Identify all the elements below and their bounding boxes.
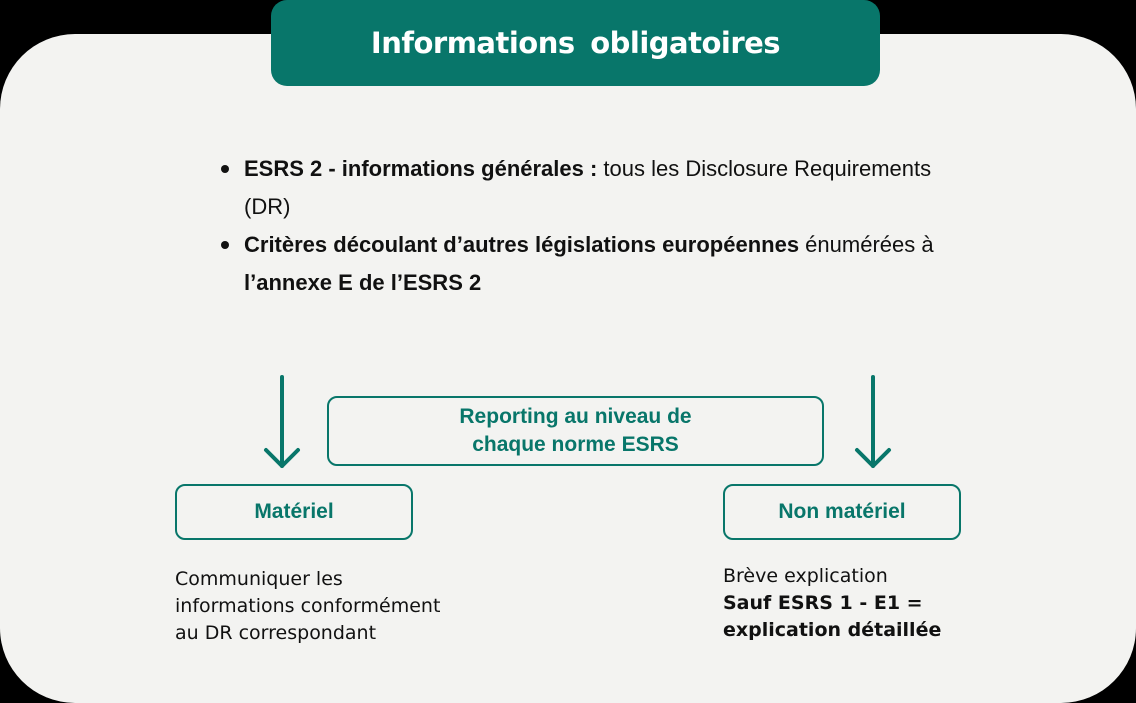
non-materiel-exception-1: Sauf ESRS 1 - E1 = bbox=[723, 592, 923, 614]
title: Informations obligatoires bbox=[370, 26, 781, 60]
bullet-criteres-text: énumérées à bbox=[799, 232, 934, 257]
materiel-desc-line: Communiquer les bbox=[175, 568, 343, 590]
bullet-criteres-bold: Critères découlant d’autres législations… bbox=[244, 232, 800, 257]
non-materiel-label: Non matériel bbox=[778, 500, 906, 523]
bullet-esrs2: ESRS 2 - informations générales : tous l… bbox=[220, 150, 940, 226]
non-materiel-exception-2: explication détaillée bbox=[723, 619, 942, 641]
reporting-box: Reporting au niveau de chaque norme ESRS bbox=[327, 396, 824, 466]
non-materiel-box: Non matériel bbox=[723, 484, 961, 540]
bullet-criteres-annexe: l’annexe E de l’ESRS 2 bbox=[244, 270, 482, 295]
bullet-esrs2-bold: ESRS 2 - informations générales : bbox=[244, 156, 598, 181]
bullet-esrs2-text: tous les Disclosure Requirements (DR) bbox=[244, 156, 932, 219]
materiel-box: Matériel bbox=[175, 484, 413, 540]
arrow-down-right-icon bbox=[855, 375, 891, 468]
requirements-list: ESRS 2 - informations générales : tous l… bbox=[220, 150, 940, 302]
bullet-criteres: Critères découlant d’autres législations… bbox=[220, 226, 940, 302]
materiel-desc-line: informations conformément bbox=[175, 595, 441, 617]
title-banner: Informations obligatoires bbox=[271, 0, 880, 86]
non-materiel-description: Brève explication Sauf ESRS 1 - E1 = exp… bbox=[723, 563, 1023, 644]
diagram-card bbox=[0, 34, 1136, 703]
materiel-desc-line: au DR correspondant bbox=[175, 622, 377, 644]
reporting-line-1: Reporting au niveau de bbox=[459, 405, 692, 428]
reporting-line-2: chaque norme ESRS bbox=[472, 433, 679, 456]
materiel-description: Communiquer les informations conformémen… bbox=[175, 566, 535, 647]
materiel-label: Matériel bbox=[254, 500, 334, 523]
non-materiel-desc: Brève explication bbox=[723, 565, 888, 587]
arrow-down-left-icon bbox=[264, 375, 300, 468]
